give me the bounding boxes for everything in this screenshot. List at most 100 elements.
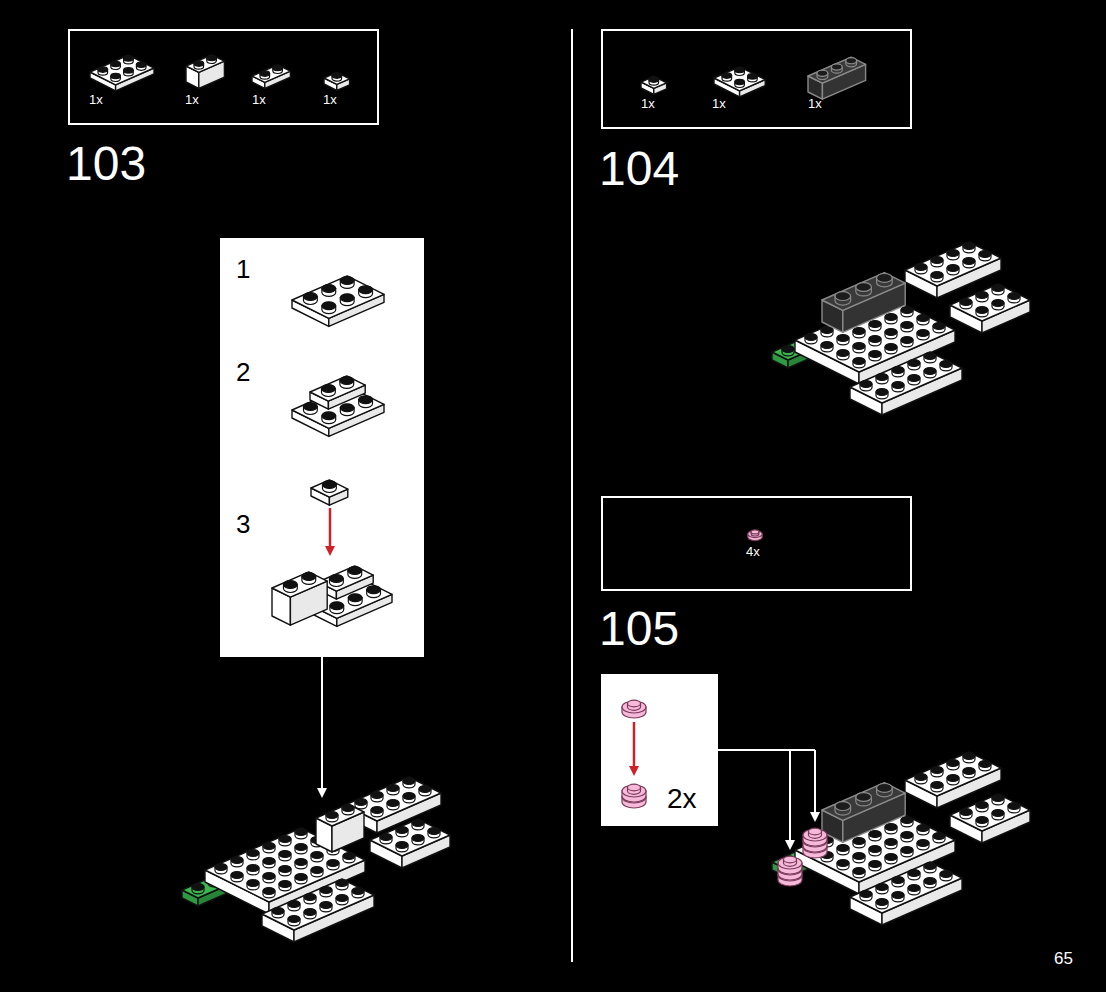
placement-arrow bbox=[325, 508, 335, 556]
brick-face bbox=[262, 879, 374, 930]
arrow-head bbox=[317, 788, 327, 798]
stud bbox=[835, 802, 851, 815]
stud bbox=[976, 307, 988, 317]
stud bbox=[853, 358, 865, 368]
stud bbox=[279, 881, 291, 891]
stud bbox=[304, 894, 316, 904]
stud bbox=[853, 868, 865, 878]
stud-top bbox=[342, 805, 354, 812]
stud bbox=[976, 817, 988, 827]
stud-top bbox=[835, 802, 851, 811]
stud-top bbox=[892, 382, 904, 389]
stud-top bbox=[263, 888, 275, 895]
stud-top bbox=[831, 64, 842, 70]
stud bbox=[263, 843, 275, 853]
stud bbox=[960, 809, 972, 819]
stud-top bbox=[877, 273, 893, 282]
stud bbox=[735, 79, 745, 87]
stud-top bbox=[805, 334, 817, 341]
stud-top bbox=[304, 894, 316, 901]
model-brick bbox=[370, 819, 450, 868]
stud bbox=[279, 836, 291, 846]
stud-top bbox=[809, 828, 822, 835]
stud-top bbox=[215, 864, 227, 871]
stud-top bbox=[322, 302, 336, 310]
stud-top bbox=[876, 389, 888, 396]
stud bbox=[320, 902, 332, 912]
stud-top bbox=[260, 71, 270, 76]
stud bbox=[359, 396, 373, 408]
arrow-line bbox=[633, 722, 636, 766]
stud bbox=[1008, 803, 1020, 813]
stud-top bbox=[352, 888, 364, 895]
page-divider bbox=[571, 29, 573, 962]
stud-top bbox=[279, 881, 291, 888]
stud-top bbox=[869, 831, 881, 838]
stud-top bbox=[340, 294, 354, 302]
stud bbox=[295, 829, 307, 839]
stud bbox=[853, 343, 865, 353]
arrow-line bbox=[789, 750, 791, 840]
stud bbox=[963, 753, 975, 763]
stud bbox=[194, 61, 204, 69]
stud bbox=[284, 581, 298, 593]
stud-top bbox=[124, 68, 134, 73]
stud bbox=[869, 831, 881, 841]
substep-number: 2x bbox=[667, 785, 697, 813]
stud bbox=[260, 71, 270, 79]
stud-top bbox=[901, 322, 913, 329]
stud bbox=[901, 817, 913, 827]
arrow-head bbox=[325, 546, 335, 556]
substep-panel: 2x bbox=[601, 674, 718, 826]
stud-top bbox=[901, 307, 913, 314]
stud bbox=[917, 825, 929, 835]
part-plate bbox=[310, 376, 365, 409]
stud bbox=[917, 330, 929, 340]
stud-top bbox=[860, 381, 872, 388]
stud-top bbox=[915, 774, 927, 781]
stud-top bbox=[933, 323, 945, 330]
stud-top bbox=[784, 856, 797, 863]
stud bbox=[722, 73, 732, 81]
stud bbox=[336, 880, 348, 890]
stud-top bbox=[924, 353, 936, 360]
stud bbox=[330, 575, 344, 587]
stud-top bbox=[876, 884, 888, 891]
stud-top bbox=[192, 884, 204, 891]
stud bbox=[311, 867, 323, 877]
stud-top bbox=[846, 58, 857, 64]
arrow-line bbox=[814, 750, 816, 812]
stud bbox=[332, 73, 342, 81]
stud bbox=[963, 243, 975, 253]
stud-top bbox=[628, 700, 641, 707]
stud-top bbox=[124, 56, 134, 61]
stud bbox=[735, 67, 745, 75]
stud-top bbox=[947, 775, 959, 782]
brick-face bbox=[252, 65, 290, 83]
stud-top bbox=[803, 829, 827, 841]
stud bbox=[279, 866, 291, 876]
stud bbox=[387, 800, 399, 810]
part-plate bbox=[641, 76, 667, 94]
stud-top bbox=[963, 258, 975, 265]
stud bbox=[963, 258, 975, 268]
stud-top bbox=[924, 878, 936, 885]
model-plate bbox=[850, 352, 962, 415]
brick-face bbox=[905, 752, 1001, 796]
stud-top bbox=[387, 800, 399, 807]
stud-top bbox=[327, 860, 339, 867]
stud-top bbox=[207, 55, 217, 60]
stud-top bbox=[908, 870, 920, 877]
stud-top bbox=[924, 368, 936, 375]
stud bbox=[853, 328, 865, 338]
stud bbox=[917, 840, 929, 850]
stud bbox=[279, 851, 291, 861]
stud-top bbox=[387, 785, 399, 792]
stud bbox=[327, 860, 339, 870]
stud-top bbox=[332, 73, 342, 78]
part-brick bbox=[186, 55, 224, 89]
stud bbox=[837, 845, 849, 855]
stud-top bbox=[940, 871, 952, 878]
round-plate-body bbox=[748, 530, 762, 540]
stud bbox=[304, 909, 316, 919]
